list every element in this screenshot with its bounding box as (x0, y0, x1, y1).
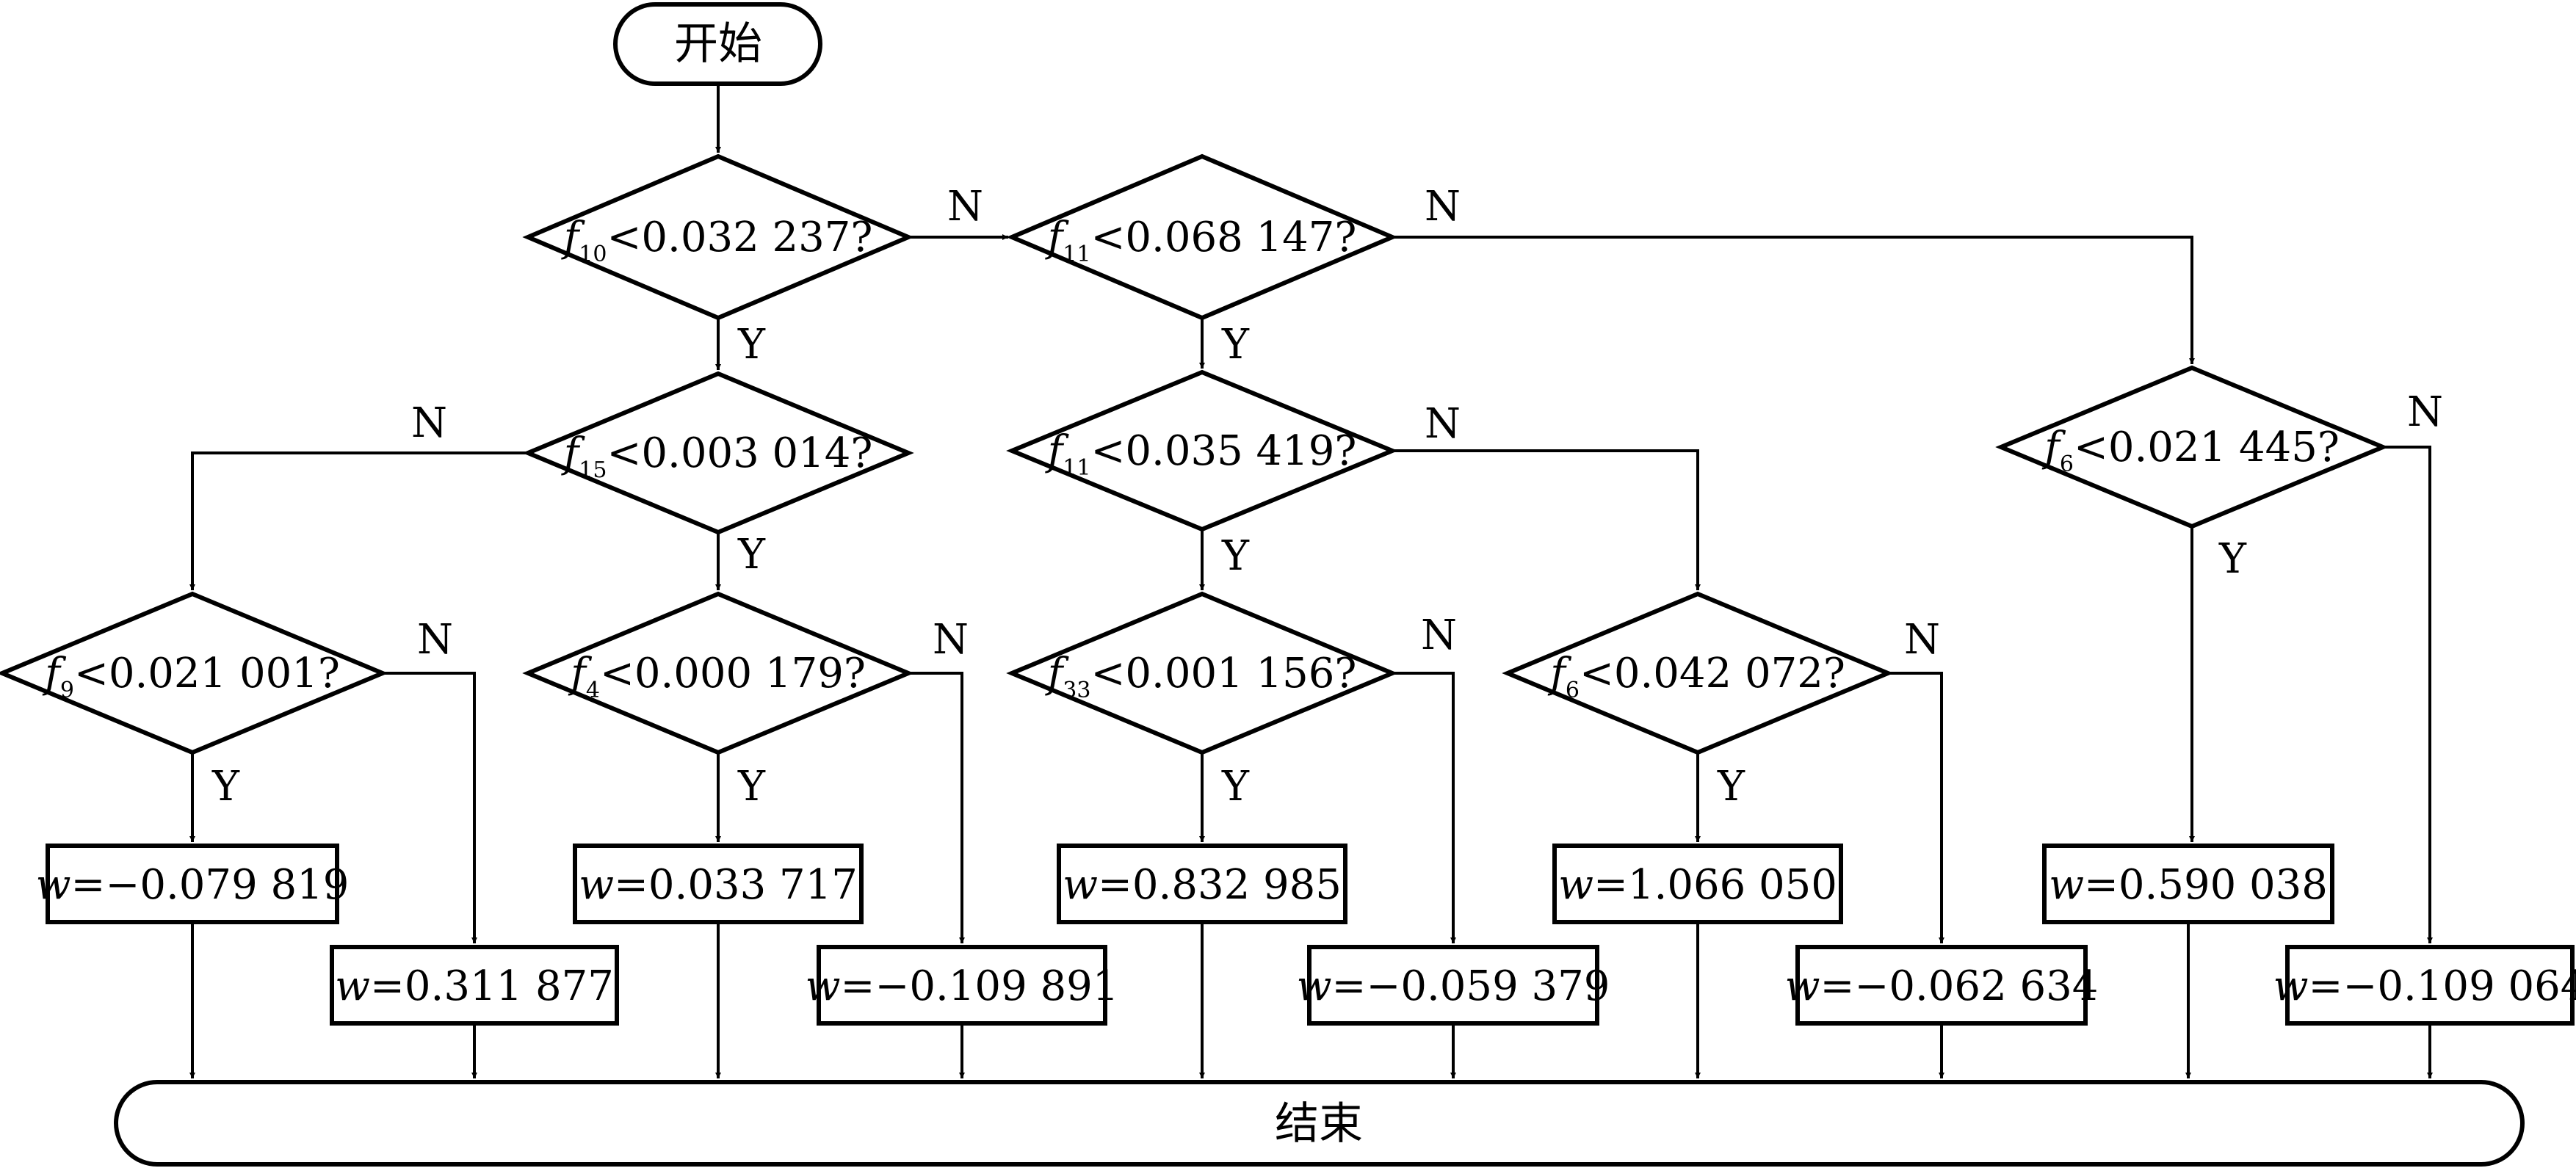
svg-text:w=−0.109 064: w=−0.109 064 (2273, 962, 2576, 1010)
decision-d3-text: f15<0.003 014? (561, 429, 873, 483)
branch-label-no: N (2407, 388, 2443, 436)
leaf-L5: w=0.832 985 (1057, 844, 1347, 924)
edge-d4-d9 (1392, 449, 1701, 590)
decision-d7: f4<0.000 179? (522, 591, 914, 755)
decision-d5: f6<0.021 445? (1995, 365, 2389, 529)
start-label: 开始 (674, 18, 762, 70)
decision-d1-text: f10<0.032 237? (561, 214, 873, 267)
svg-text:w=−0.059 379: w=−0.059 379 (1297, 962, 1610, 1010)
branch-label-no: N (411, 399, 447, 447)
decision-d1: f10<0.032 237? (522, 153, 914, 321)
branch-label-no: N (1425, 400, 1461, 448)
end-node: 结束 (114, 1080, 2525, 1167)
edge-d5-L10 (2383, 446, 2433, 943)
branch-label-no: N (933, 616, 969, 664)
flow-connectors: Y N Y N Y N Y N Y N Y N Y N Y N Y N (189, 84, 2443, 1078)
decision-d2: f11<0.068 147? (1006, 153, 1398, 321)
end-label: 结束 (1275, 1098, 1363, 1150)
leaf-L4: w=−0.109 891 (806, 945, 1119, 1026)
leaf-L3: w=0.033 717 (573, 844, 864, 924)
branch-label-yes: Y (1221, 763, 1250, 810)
branch-label-yes: Y (2218, 535, 2247, 583)
leaf-L1: w=−0.079 819 (36, 844, 350, 924)
decision-d6-text: f9<0.021 001? (42, 650, 340, 703)
branch-label-no: N (1425, 183, 1461, 231)
edge-d9-L8 (1888, 672, 1944, 943)
svg-text:w=0.311 877: w=0.311 877 (335, 962, 614, 1010)
decision-d9-text: f6<0.042 072? (1547, 650, 1845, 703)
decision-d4-text: f11<0.035 419? (1045, 427, 1357, 481)
branch-label-yes: Y (1221, 532, 1250, 580)
edge-d3-d6 (189, 451, 528, 590)
leaf-L9: w=0.590 038 (2042, 844, 2334, 924)
svg-text:w=0.832 985: w=0.832 985 (1063, 861, 1342, 909)
edge-d8-L6 (1392, 672, 1456, 943)
branch-label-no: N (947, 183, 983, 231)
decision-d3: f15<0.003 014? (522, 371, 914, 535)
branch-label-yes: Y (1221, 321, 1250, 369)
edge-d7-L4 (908, 672, 965, 943)
edge-d6-L2 (383, 672, 477, 943)
branch-label-yes: Y (737, 531, 766, 578)
branch-label-yes: Y (211, 763, 240, 810)
leaf-L7: w=1.066 050 (1552, 844, 1843, 924)
svg-text:w=0.033 717: w=0.033 717 (579, 861, 858, 909)
decision-d8: f33<0.001 156? (1006, 591, 1398, 755)
branch-label-no: N (1421, 612, 1457, 659)
start-node: 开始 (613, 2, 822, 86)
leaf-L2: w=0.311 877 (330, 945, 619, 1026)
decision-d5-text: f6<0.021 445? (2041, 424, 2340, 477)
branch-label-yes: Y (737, 321, 766, 369)
decision-d7-text: f4<0.000 179? (568, 650, 866, 703)
svg-text:w=−0.062 634: w=−0.062 634 (1785, 962, 2099, 1010)
svg-text:w=1.066 050: w=1.066 050 (1558, 861, 1837, 909)
svg-text:w=−0.079 819: w=−0.079 819 (36, 861, 350, 909)
leaf-L8: w=−0.062 634 (1785, 945, 2099, 1026)
branch-label-yes: Y (737, 763, 766, 810)
decision-d4: f11<0.035 419? (1006, 369, 1398, 532)
branch-label-no: N (417, 616, 453, 664)
edge-d2-d5 (1392, 236, 2195, 364)
decision-d8-text: f33<0.001 156? (1045, 650, 1357, 703)
decision-d9: f6<0.042 072? (1502, 591, 1894, 755)
branch-label-no: N (1904, 616, 1940, 664)
svg-text:w=0.590 038: w=0.590 038 (2049, 861, 2328, 909)
leaf-L10: w=−0.109 064 (2273, 945, 2576, 1026)
leaf-L6: w=−0.059 379 (1297, 945, 1610, 1026)
decision-d2-text: f11<0.068 147? (1045, 214, 1357, 267)
branch-label-yes: Y (1717, 763, 1745, 810)
decision-d6: f9<0.021 001? (0, 591, 388, 755)
svg-text:w=−0.109 891: w=−0.109 891 (806, 962, 1119, 1010)
